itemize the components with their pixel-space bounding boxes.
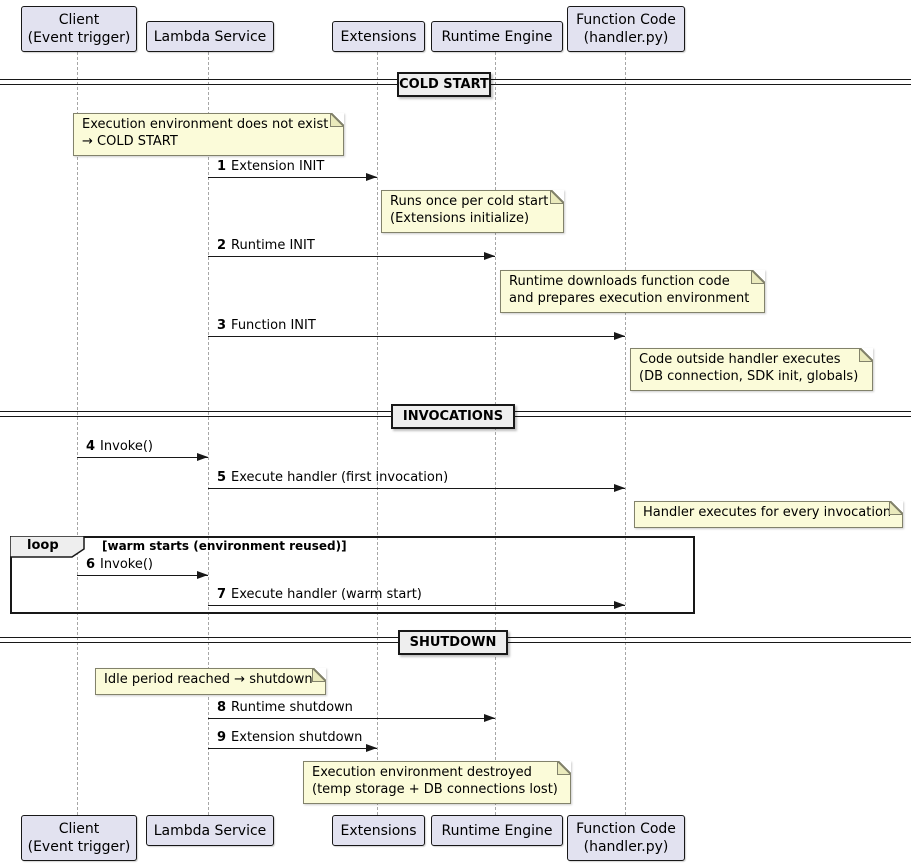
message-4-line <box>77 457 208 458</box>
message-3-line <box>208 336 625 337</box>
message-1-label: 1 Extension INIT <box>217 159 324 174</box>
participant-client-bottom: Client (Event trigger) <box>21 815 137 861</box>
loop-pentagon <box>10 536 85 558</box>
message-5-line <box>208 488 625 489</box>
message-7-label: 7 Execute handler (warm start) <box>217 587 422 602</box>
message-1-text: Extension INIT <box>231 159 325 174</box>
message-6-label: 6 Invoke() <box>86 557 153 572</box>
message-7-line <box>208 605 625 606</box>
message-7-arrowhead-icon <box>614 601 625 609</box>
note-text: Runtime downloads function code and prep… <box>509 274 750 306</box>
note-text: Idle period reached → shutdown <box>104 672 313 687</box>
lifeline-runtime-engine <box>495 52 496 815</box>
message-5-text: Execute handler (first invocation) <box>231 470 449 485</box>
note-environment-destroyed: Execution environment destroyed (temp st… <box>303 761 571 804</box>
note-extensions-init: Runs once per cold start (Extensions ini… <box>381 190 564 233</box>
message-9-text: Extension shutdown <box>231 730 363 745</box>
lifeline-extensions <box>377 52 378 815</box>
message-8-arrowhead-icon <box>484 714 495 722</box>
message-4-label: 4 Invoke() <box>86 439 153 454</box>
divider-cold-start: COLD START <box>397 72 491 97</box>
message-3-text: Function INIT <box>231 318 316 333</box>
message-2-label: 2 Runtime INIT <box>217 238 315 253</box>
message-4-arrowhead-icon <box>197 453 208 461</box>
note-text: Handler executes for every invocation <box>643 505 892 520</box>
message-3-label: 3 Function INIT <box>217 318 316 333</box>
note-fold-icon <box>550 190 564 204</box>
note-fold-icon <box>312 668 326 682</box>
note-code-outside-handler: Code outside handler executes (DB connec… <box>630 348 873 391</box>
message-1-line <box>208 177 377 178</box>
message-8-line <box>208 718 495 719</box>
message-1-arrowhead-icon <box>366 173 377 181</box>
message-2-number: 2 <box>217 238 227 253</box>
divider-shutdown: SHUTDOWN <box>398 630 508 655</box>
note-fold-icon <box>557 761 571 775</box>
message-6-line <box>77 575 208 576</box>
message-2-arrowhead-icon <box>484 252 495 260</box>
participant-runtime-engine-top: Runtime Engine <box>431 21 563 52</box>
participant-lambda-service-top: Lambda Service <box>146 21 274 52</box>
message-6-number: 6 <box>86 557 96 572</box>
message-4-number: 4 <box>86 439 96 454</box>
message-3-arrowhead-icon <box>614 332 625 340</box>
note-fold-icon <box>330 113 344 127</box>
loop-frame <box>10 536 695 614</box>
note-text: Runs once per cold start (Extensions ini… <box>390 194 549 226</box>
divider-invocations: INVOCATIONS <box>391 404 515 429</box>
note-cold-start: Execution environment does not exist → C… <box>73 113 344 156</box>
note-runtime-downloads: Runtime downloads function code and prep… <box>500 270 765 313</box>
note-text: Code outside handler executes (DB connec… <box>639 352 859 384</box>
note-text: Execution environment does not exist → C… <box>82 117 329 149</box>
note-fold-icon <box>751 270 765 284</box>
message-6-arrowhead-icon <box>197 571 208 579</box>
note-fold-icon <box>889 501 903 515</box>
message-9-arrowhead-icon <box>366 744 377 752</box>
message-8-text: Runtime shutdown <box>231 700 353 715</box>
note-fold-icon <box>859 348 873 362</box>
message-1-number: 1 <box>217 159 227 174</box>
message-5-number: 5 <box>217 470 227 485</box>
note-text: Execution environment destroyed (temp st… <box>312 765 558 797</box>
participant-client-top: Client (Event trigger) <box>21 6 137 52</box>
message-7-text: Execute handler (warm start) <box>231 587 422 602</box>
participant-extensions-top: Extensions <box>332 21 425 52</box>
message-2-line <box>208 256 495 257</box>
message-8-label: 8 Runtime shutdown <box>217 700 353 715</box>
participant-runtime-engine-bottom: Runtime Engine <box>431 815 563 846</box>
message-5-label: 5 Execute handler (first invocation) <box>217 470 448 485</box>
loop-keyword: loop <box>27 538 59 553</box>
message-9-number: 9 <box>217 730 227 745</box>
message-7-number: 7 <box>217 587 227 602</box>
note-handler-every-invocation: Handler executes for every invocation <box>634 501 903 528</box>
participant-function-code-bottom: Function Code (handler.py) <box>567 815 685 861</box>
message-2-text: Runtime INIT <box>231 238 315 253</box>
message-9-line <box>208 748 377 749</box>
message-8-number: 8 <box>217 700 227 715</box>
message-4-text: Invoke() <box>100 439 153 454</box>
message-6-text: Invoke() <box>100 557 153 572</box>
message-9-label: 9 Extension shutdown <box>217 730 362 745</box>
message-5-arrowhead-icon <box>614 484 625 492</box>
loop-condition: [warm starts (environment reused)] <box>102 539 347 553</box>
lifeline-lambda-service <box>208 52 209 815</box>
message-3-number: 3 <box>217 318 227 333</box>
participant-extensions-bottom: Extensions <box>332 815 425 846</box>
lifeline-client <box>77 52 78 815</box>
note-idle-shutdown: Idle period reached → shutdown <box>95 668 326 695</box>
participant-function-code-top: Function Code (handler.py) <box>567 6 685 52</box>
lifeline-function-code <box>625 52 626 815</box>
participant-lambda-service-bottom: Lambda Service <box>146 815 274 846</box>
